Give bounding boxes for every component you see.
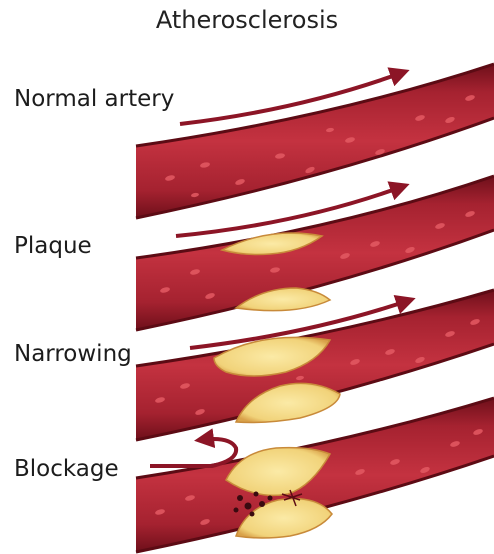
blockage-reversed-flow-arrow (150, 439, 236, 466)
